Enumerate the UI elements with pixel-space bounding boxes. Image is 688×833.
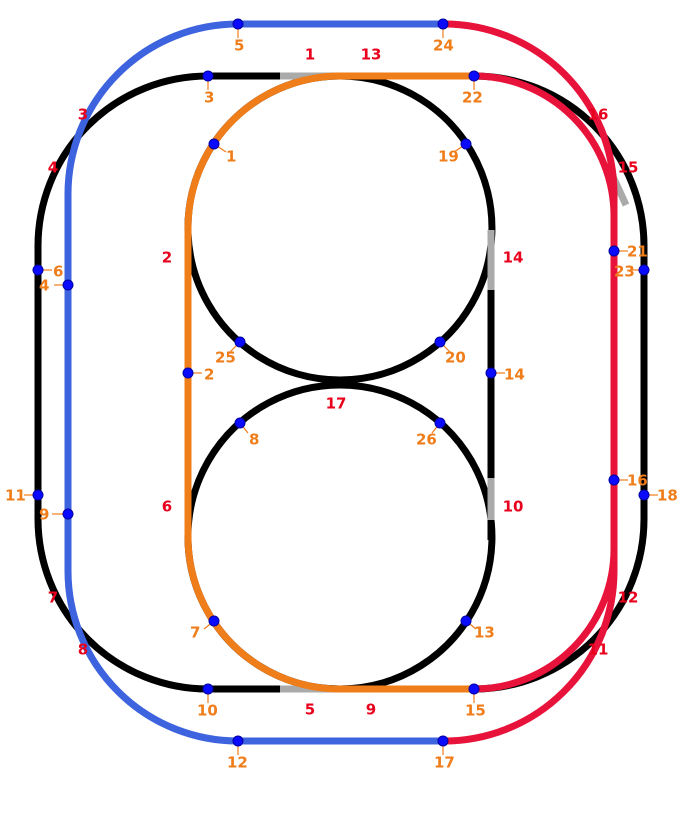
node-label: 25 — [215, 349, 236, 367]
node[interactable]: 1 — [208, 138, 236, 166]
node[interactable]: 19 — [438, 138, 472, 166]
segment-label: 9 — [366, 701, 376, 719]
node[interactable]: 12 — [227, 735, 248, 772]
node-label: 19 — [438, 148, 459, 166]
node-label: 6 — [53, 263, 63, 281]
node[interactable]: 15 — [465, 683, 486, 720]
orange-route — [184, 72, 474, 693]
node[interactable]: 16 — [608, 472, 648, 490]
segment-label: 1 — [305, 46, 315, 64]
node[interactable]: 7 — [190, 615, 220, 642]
node[interactable]: 2 — [182, 366, 214, 384]
node-label: 9 — [39, 506, 49, 524]
segment-label: 5 — [305, 701, 315, 719]
node-label: 14 — [504, 366, 525, 384]
node[interactable]: 17 — [434, 735, 455, 772]
node[interactable]: 3 — [202, 70, 214, 107]
node[interactable]: 11 — [5, 487, 44, 505]
node[interactable]: 8 — [234, 417, 259, 449]
node[interactable]: 24 — [433, 18, 454, 55]
node[interactable]: 4 — [39, 277, 74, 295]
node-label: 5 — [234, 37, 244, 55]
node[interactable]: 23 — [614, 263, 650, 281]
node-label: 24 — [433, 37, 454, 55]
node-label: 1 — [226, 148, 236, 166]
node-label: 11 — [5, 487, 26, 505]
node-label: 16 — [627, 472, 648, 490]
segment-label: 10 — [503, 498, 524, 516]
segment-label: 13 — [361, 46, 382, 64]
node-label: 22 — [462, 89, 483, 107]
node-label: 7 — [190, 624, 200, 642]
node-label: 3 — [204, 89, 214, 107]
node-label: 20 — [445, 349, 466, 367]
segment-label: 6 — [162, 498, 172, 516]
segment-label: 12 — [618, 589, 639, 607]
red-route — [442, 20, 618, 745]
segment-label: 4 — [48, 159, 58, 177]
node-label: 17 — [434, 754, 455, 772]
node-label: 21 — [627, 243, 648, 261]
blue-route — [64, 20, 443, 745]
segment-label: 14 — [503, 249, 524, 267]
node-label: 12 — [227, 754, 248, 772]
node[interactable]: 26 — [416, 417, 446, 449]
segment-label: 16 — [588, 106, 609, 124]
node[interactable]: 21 — [608, 243, 648, 261]
segment-label: 3 — [78, 106, 88, 124]
node[interactable]: 14 — [485, 366, 525, 384]
node[interactable]: 13 — [460, 615, 495, 642]
segment-label: 17 — [326, 395, 347, 413]
node[interactable]: 5 — [232, 18, 244, 55]
segment-label: 11 — [588, 641, 609, 659]
node-label: 23 — [614, 263, 635, 281]
node[interactable]: 10 — [197, 683, 218, 720]
segment-label: 7 — [48, 589, 58, 607]
node-label: 26 — [416, 431, 437, 449]
node-label: 18 — [657, 487, 678, 505]
node[interactable]: 6 — [32, 263, 63, 281]
segment-label: 8 — [78, 641, 88, 659]
node-label: 10 — [197, 702, 218, 720]
node[interactable]: 9 — [39, 506, 74, 524]
node-label: 15 — [465, 702, 486, 720]
node[interactable]: 25 — [215, 336, 246, 367]
nodes: 5 24 3 22 1 19 6 4 21 23 25 20 2 14 8 26… — [5, 18, 678, 772]
node-label: 8 — [249, 431, 259, 449]
node[interactable]: 20 — [434, 336, 466, 367]
segment-label: 15 — [618, 159, 639, 177]
node-label: 4 — [39, 277, 49, 295]
segment-labels: 1 13 3 16 4 15 2 14 17 6 10 7 12 8 11 5 … — [48, 46, 639, 719]
black-track — [34, 72, 648, 693]
node-label: 13 — [474, 624, 495, 642]
node[interactable]: 22 — [462, 70, 483, 107]
node-label: 2 — [204, 366, 214, 384]
node[interactable]: 18 — [638, 487, 678, 505]
segment-label: 2 — [162, 249, 172, 267]
